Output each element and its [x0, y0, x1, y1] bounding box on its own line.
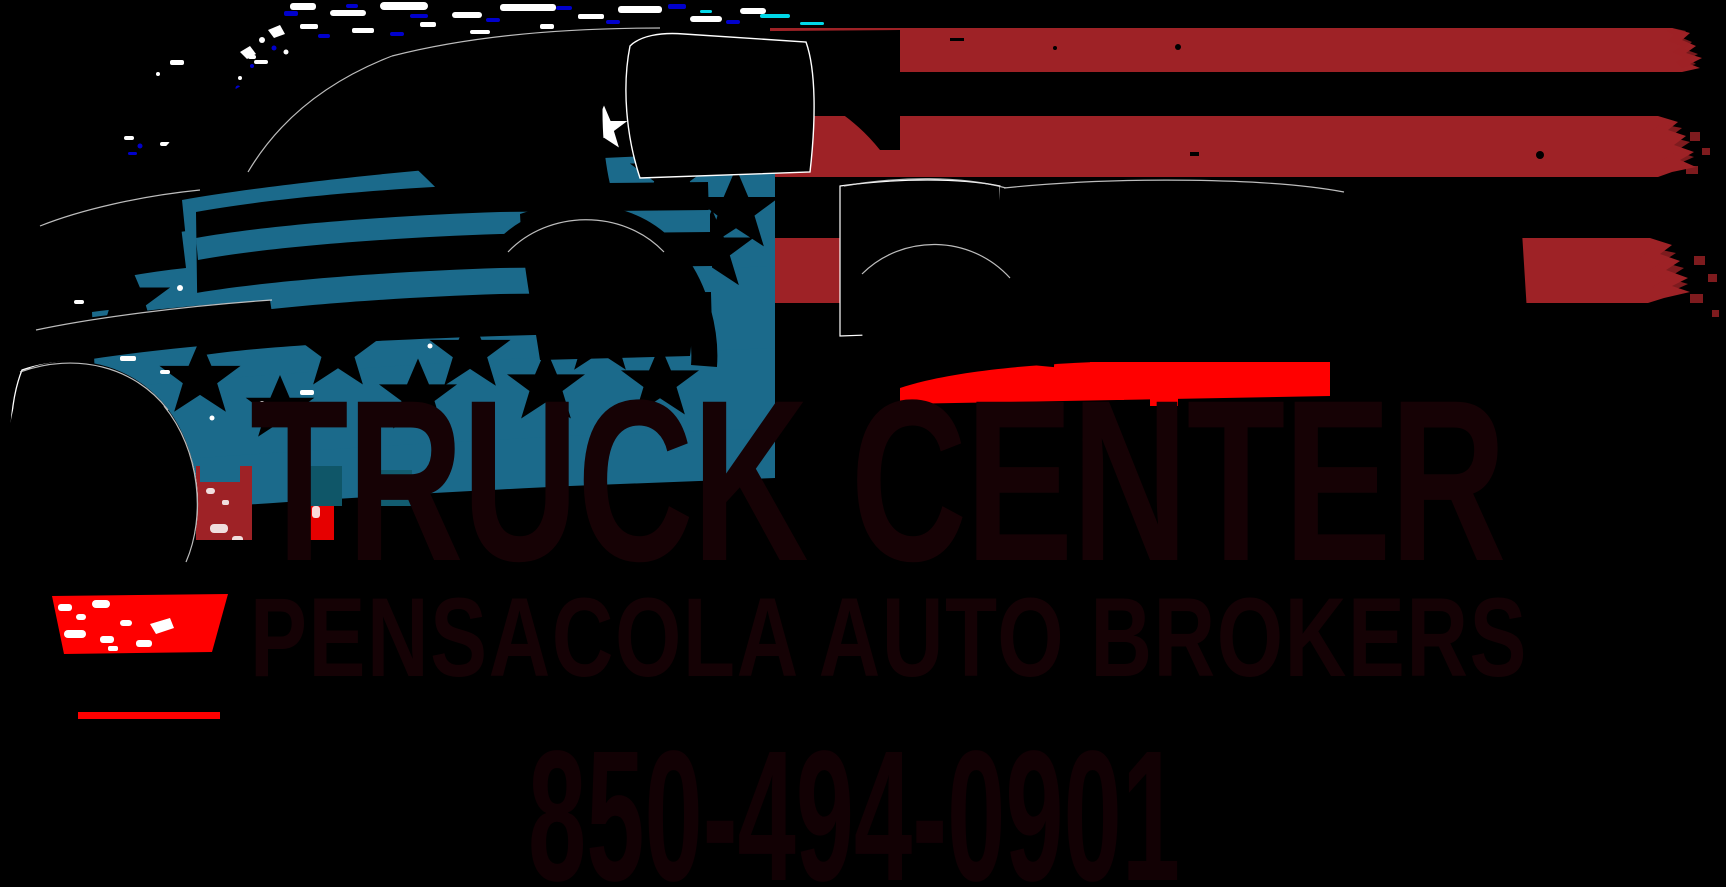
- stripe-red-1-fray: [1666, 28, 1698, 68]
- stripe-red-3-fray: [1640, 248, 1719, 317]
- red-accent-lower-left-distress: [58, 600, 174, 651]
- bed-side-panel: [1000, 190, 1330, 362]
- phone-number: 850-494-0901: [528, 713, 1180, 887]
- tagline-pensacola-auto-brokers: PENSACOLA AUTO BROKERS: [250, 575, 1528, 700]
- red-accent-drip-1: [1090, 360, 1124, 400]
- red-accent-drip-2: [1150, 358, 1178, 406]
- front-bumper: [36, 300, 276, 368]
- cab-window: [625, 32, 815, 179]
- wordmark-truck-center: TRUCK CENTER: [250, 352, 1505, 609]
- teal-distress-blocks: [200, 460, 412, 506]
- top-edge-distress: [124, 2, 824, 155]
- stripe-red-2: [770, 116, 1696, 177]
- truck-outline-highlights: [19, 27, 1345, 563]
- front-fender-shape: [30, 361, 198, 566]
- rear-quarter: [1330, 196, 1530, 362]
- bed-rail: [1000, 181, 1340, 216]
- stripe-red-2-fray: [1650, 124, 1710, 174]
- stripe-red-1: [770, 28, 1702, 72]
- windshield: [282, 36, 610, 192]
- headlight-left: [66, 218, 186, 290]
- wheel-arch-front-rim: [496, 204, 718, 367]
- undercarriage-shadow: [0, 540, 1060, 590]
- red-accent-lower-left: [52, 594, 228, 654]
- red-accent-underline: [78, 712, 220, 719]
